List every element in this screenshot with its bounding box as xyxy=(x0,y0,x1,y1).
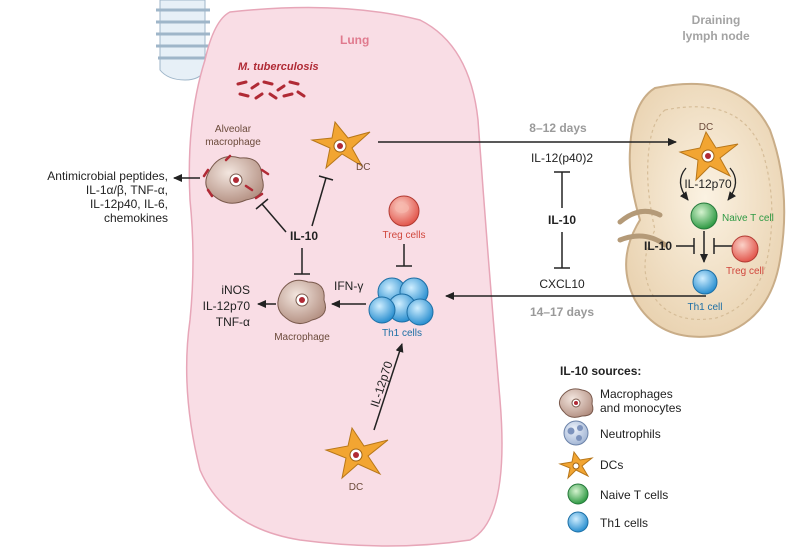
bacteria-cluster xyxy=(236,80,306,100)
il10-inhibitions-lung xyxy=(255,175,334,275)
macrophage-product-2: IL-12p70 xyxy=(203,299,251,313)
legend-label-th1-cells: Th1 cells xyxy=(600,516,648,530)
ifn-gamma-label: IFN-γ xyxy=(334,279,363,293)
dc-bottom-icon xyxy=(324,426,389,480)
dc-top-icon xyxy=(310,120,371,170)
ln-th1-icon xyxy=(692,269,718,295)
pathogen-label: M. tuberculosis xyxy=(238,61,319,73)
legend-label-dcs: DCs xyxy=(600,458,623,472)
treg-lung-icon xyxy=(388,195,420,227)
ln-dc-arrows xyxy=(679,167,737,201)
naive-t-cell-icon xyxy=(567,483,589,505)
treg-inhibition-th1 xyxy=(396,244,412,267)
legend-label-monocytes: and monocytes xyxy=(600,401,681,415)
ln-il10-label: IL-10 xyxy=(644,239,672,253)
legend-title: IL-10 sources: xyxy=(560,364,641,378)
ln-naive-t-cell-icon xyxy=(690,202,718,230)
dc-bottom-label: DC xyxy=(349,482,363,493)
legend-label-macrophages: Macrophages xyxy=(600,387,673,401)
il10-inhibition-il12p40 xyxy=(554,171,570,208)
legend: IL-10 sources: Macrophages and monocytes… xyxy=(558,364,681,533)
ln-naive-label: Naive T cell xyxy=(722,213,774,224)
neutrophil-icon xyxy=(563,420,589,446)
macrophage-product-1: iNOS xyxy=(221,283,250,297)
ln-treg-icon xyxy=(731,235,759,263)
th1-lung-icon xyxy=(368,277,434,326)
macrophage-product-3: TNF-α xyxy=(216,315,250,329)
macrophage-icon xyxy=(558,388,594,418)
th1-cell-icon xyxy=(567,511,589,533)
ln-dc-icon xyxy=(678,130,739,182)
antimicrobial-line1: Antimicrobial peptides, xyxy=(47,169,168,183)
th1-lung-label: Th1 cells xyxy=(382,328,422,339)
legend-label-neutrophils: Neutrophils xyxy=(600,427,661,441)
lymph-node-title-line1: Draining xyxy=(692,13,741,27)
ln-dc-label: DC xyxy=(699,122,713,133)
ln-il10-inhibition xyxy=(676,238,732,254)
cxcl10-label: CXCL10 xyxy=(539,277,585,291)
arrow-dc-to-th1 xyxy=(373,343,404,431)
antimicrobial-line3: IL-12p40, IL-6, xyxy=(90,197,168,211)
dc-top-label: DC xyxy=(356,162,370,173)
days-top-label: 8–12 days xyxy=(529,121,587,135)
treg-lung-label: Treg cells xyxy=(383,230,426,241)
antimicrobial-line4: chemokines xyxy=(104,211,168,225)
il10-inhibition-cxcl10 xyxy=(554,232,570,269)
legend-label-naive-t-cells: Naive T cells xyxy=(600,488,668,502)
ln-th1-label: Th1 cell xyxy=(687,302,722,313)
ln-il12p70-label: IL-12p70 xyxy=(684,177,732,191)
trachea xyxy=(156,0,210,81)
macrophage-icon xyxy=(277,279,326,324)
alveolar-macrophage-label-line1: Alveolar xyxy=(215,124,252,135)
alveolar-macrophage-label-line2: macrophage xyxy=(205,137,261,148)
il10-migration-label: IL-10 xyxy=(548,213,576,227)
lymph-node-title-line2: lymph node xyxy=(682,29,750,43)
ln-treg-label: Treg cell xyxy=(726,266,764,277)
il10-lung-label: IL-10 xyxy=(290,229,318,243)
macrophage-label: Macrophage xyxy=(274,332,330,343)
alveolar-macrophage-icon xyxy=(202,154,270,204)
dc-icon xyxy=(558,450,594,480)
days-bottom-label: 14–17 days xyxy=(530,305,594,319)
il12p40-label: IL-12(p40)2 xyxy=(531,151,593,165)
antimicrobial-line2: IL-1α/β, TNF-α, xyxy=(86,183,168,197)
lung-title: Lung xyxy=(340,33,369,47)
